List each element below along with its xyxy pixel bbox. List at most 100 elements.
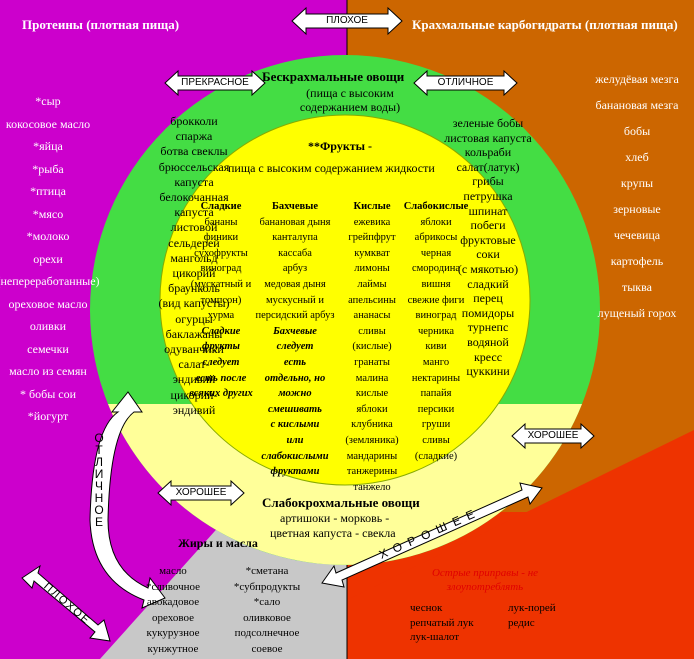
fruit-item: танжело (353, 481, 391, 493)
fruit-item: арбуз (282, 263, 308, 275)
protein-item: *рыба (32, 161, 64, 176)
fat-item: *сало (253, 596, 281, 609)
fruit-note: слабокислыми (261, 450, 329, 462)
fruit-item: вишня (421, 278, 451, 290)
fruit-item: грейпфрут (348, 232, 396, 244)
non-starchy-item: перец (473, 291, 503, 306)
non-starchy-item: салат- (178, 357, 210, 372)
vertical-arrow-letter: И (94, 467, 104, 481)
fats-title: Жиры и масла (178, 536, 258, 550)
spice-item: чеснок (410, 602, 443, 614)
left-good-arrow (157, 479, 245, 507)
fruit-item: черника (417, 325, 455, 337)
starch-item: хлеб (625, 150, 649, 164)
fruit-item: гранаты (354, 356, 390, 368)
fruits-title: **Фрукты - (308, 139, 372, 153)
fruit-item: груши (421, 419, 451, 431)
fruit-item: мандарины (346, 450, 398, 462)
fat-item: *субпродукты (233, 580, 301, 593)
fruit-item: свежие фиги (407, 294, 465, 306)
protein-item: орехи (33, 251, 63, 266)
non-starchy-item: цикорий- (170, 387, 218, 402)
non-starchy-item: шпинат (468, 203, 508, 218)
top-arrow-label: ПЛОХОЕ (326, 15, 368, 26)
fruit-item: (земляника) (345, 434, 399, 446)
non-starchy-item: капуста (174, 205, 214, 220)
fruit-item: абрикосы (414, 232, 458, 244)
non-starchy-item: брюссельская (158, 159, 230, 174)
fruit-note: отдельно, но (264, 372, 326, 384)
non-starchy-item: побеги (470, 218, 506, 233)
protein-item: масло из семян (9, 364, 87, 378)
fruit-item: смородина (412, 263, 460, 275)
green-right-arrow (413, 69, 518, 97)
fruit-note: есть (283, 356, 307, 368)
fat-item: соевое (251, 642, 283, 655)
fruits-subtitle: пища с высоким содержанием жидкости (228, 161, 435, 175)
fruit-item: (мускатный и (190, 278, 252, 290)
vertical-arrow-letter: Т (95, 443, 103, 457)
fruit-note: Сладкие (201, 325, 241, 337)
fruit-note: можно (278, 388, 312, 400)
fruit-item: ежевика (353, 216, 391, 228)
fruit-note: с кислыми (270, 419, 320, 431)
fruit-note: фруктами (270, 466, 320, 478)
green-right-arrow-label: ОТЛИЧНОЕ (437, 77, 494, 88)
non-starchy-item: сладкий (467, 276, 509, 291)
non-starchy-item: брокколи (170, 114, 218, 128)
non-starchy-item: баклажаны (165, 326, 223, 341)
fruit-item: клубника (351, 419, 393, 431)
left-good-arrow-label: ХОРОШЕЕ (175, 487, 227, 498)
fruit-item: медовая дыня (264, 278, 326, 290)
fruit-item: томпсон) (200, 294, 242, 306)
fruit-item: (сладкие) (414, 450, 458, 462)
fruit-item: кассаба (278, 247, 312, 259)
protein-item: *йогурт (27, 409, 69, 423)
low-starch-line2: цветная капуста - свекла (270, 526, 396, 540)
green-left-arrow (164, 69, 266, 97)
non-starchy-item: эндивий (172, 402, 216, 417)
fruit-item: бананы (204, 216, 238, 228)
fruit-item: лимоны (354, 263, 390, 275)
fruit-item: апельсины (348, 294, 396, 306)
non-starchy-item: белокочанная (159, 190, 229, 205)
right-good-arrow (511, 422, 595, 450)
non-starchy-item: (вид капусты) (158, 296, 230, 311)
non-starchy-item: капуста (174, 174, 214, 189)
spice-item: лук-порей (508, 602, 556, 614)
fruit-item: черная (420, 247, 452, 259)
non-starchy-item: одуванчики (164, 342, 224, 357)
fruit-note: или (286, 434, 304, 446)
fruit-note: Бахчевые (273, 325, 317, 337)
spices-title: Острые приправы - не злоупотреблять (431, 567, 539, 593)
non-starchy-item: водяной (467, 334, 509, 349)
non-starchy-item: цикорий (172, 266, 216, 281)
fat-item: авокадовое (146, 596, 200, 609)
low-starch-line1: артишоки - морковь - (280, 511, 390, 525)
fruit-item: сливы (422, 434, 450, 446)
non-starchy-item: мангольд (170, 250, 218, 265)
fat-item: оливковое (243, 611, 291, 624)
fruit-item: яблоки (420, 216, 452, 228)
non-starchy-item: спаржа (175, 129, 213, 144)
non-starchy-item: огурцы (175, 311, 213, 326)
fruit-item: манго (422, 356, 450, 368)
top-arrow (291, 6, 403, 36)
starch-title: Крахмальные карбогидраты (плотная пища) (412, 17, 678, 32)
fruit-column-header: Бахчевые (271, 201, 319, 212)
fruit-note: следует (202, 356, 240, 368)
bottom-left-arrow (21, 564, 111, 642)
fruit-item: канталупа (272, 232, 318, 244)
non-starchy-item: грибы (472, 174, 504, 189)
fat-item: кунжутное (147, 642, 199, 655)
starch-item: бобы (623, 124, 651, 138)
vertical-arrow-letter: Ч (95, 479, 103, 493)
fruit-item: сливы (358, 325, 386, 337)
protein-item: кокосовое масло (5, 116, 91, 131)
